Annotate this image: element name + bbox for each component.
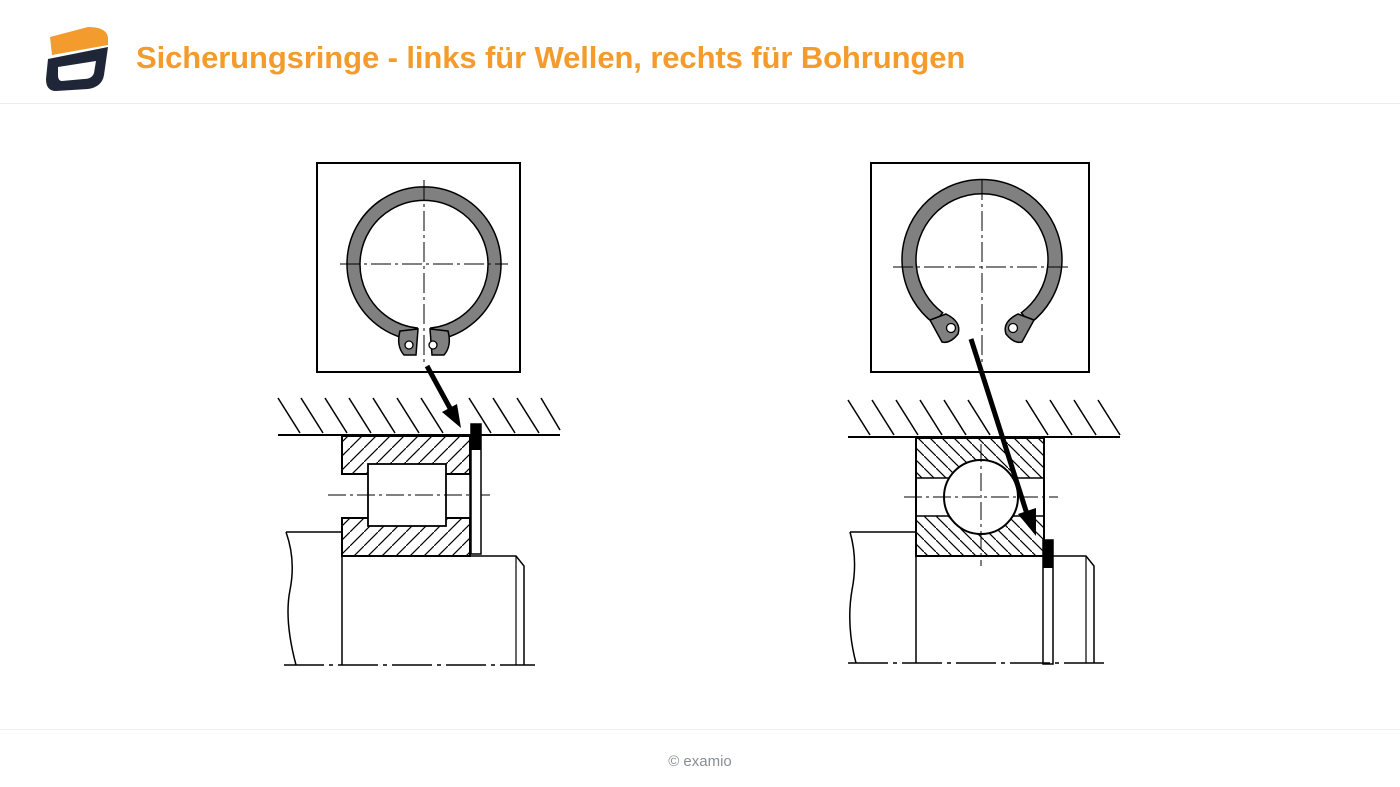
retaining-rings-diagram bbox=[277, 162, 1121, 666]
page-title: Sicherungsringe - links für Wellen, rech… bbox=[136, 40, 966, 75]
footer-bar: © examio bbox=[0, 729, 1400, 787]
shaft-ring-detail bbox=[316, 162, 521, 373]
examio-logo-icon bbox=[46, 27, 108, 91]
header-bar: Sicherungsringe - links für Wellen, rech… bbox=[0, 0, 1400, 104]
bore-ring-detail bbox=[870, 162, 1090, 373]
bore-assembly-section bbox=[847, 338, 1121, 665]
shaft-assembly-section bbox=[277, 364, 561, 666]
copyright-text: © examio bbox=[668, 753, 732, 770]
